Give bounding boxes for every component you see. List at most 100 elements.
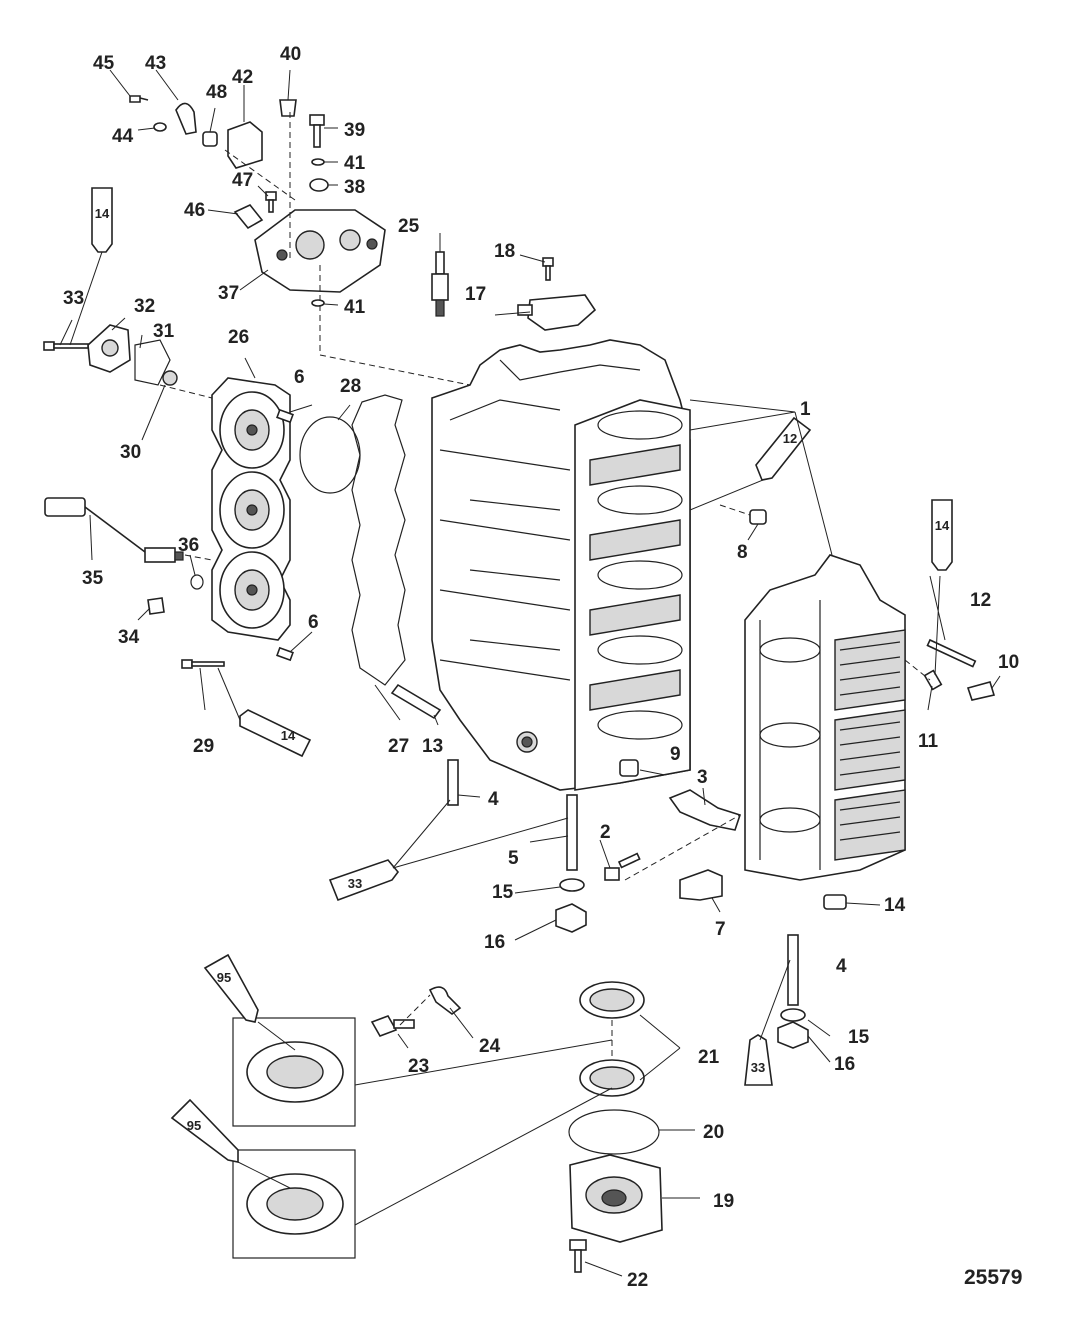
callout-4-right: 4 [836,956,847,977]
callout-39: 39 [344,120,365,141]
callout-12: 12 [970,590,991,611]
sealant-tube-33-right: 33 [744,1034,773,1086]
bolt-14 [823,894,847,910]
svg-text:14: 14 [281,728,296,743]
callout-23: 23 [408,1056,429,1077]
seal-detail-box-upper [232,1017,356,1127]
sensor-35 [44,497,184,563]
sealant-tube-33-left: 33 [328,859,400,902]
cylinder-block [431,339,691,791]
assembly-lines [159,112,931,1058]
screw-18 [542,257,554,281]
callout-28: 28 [340,376,361,397]
callout-48: 48 [206,82,227,103]
callout-20: 20 [703,1122,724,1143]
svg-text:95: 95 [217,970,231,985]
svg-text:95: 95 [187,1118,201,1133]
washer-41-bottom [311,299,325,307]
callout-31: 31 [153,321,175,342]
gasket-31 [134,339,171,386]
callout-26: 26 [228,327,249,348]
stud-4-left [447,759,459,806]
callout-16-left: 16 [484,932,505,953]
callout-36: 36 [178,535,199,556]
callout-30: 30 [120,442,141,463]
callout-3: 3 [697,767,708,788]
bolt-2 [604,852,641,881]
screw-45 [129,95,149,103]
svg-text:14: 14 [95,206,110,221]
fitting-25 [431,251,449,317]
valve-30 [162,370,178,386]
callout-19: 19 [713,1191,734,1212]
sealant-tube-14-bottom-left: 14 [239,709,312,758]
callout-16-right: 16 [834,1054,855,1075]
bolt-29 [181,659,225,669]
washer-44 [153,122,167,132]
bolt-33 [43,341,89,351]
cover-32 [87,324,131,373]
cylinder-head [211,377,291,641]
bolt-39 [309,114,325,148]
sealant-tube-14-top-left: 14 [91,187,113,253]
nut-16-right [777,1021,809,1049]
callout-15-left: 15 [492,882,514,903]
sealant-tube-95-lower: 95 [170,1098,239,1163]
callout-4-left: 4 [488,789,499,810]
callout-40: 40 [280,44,301,65]
callout-47: 47 [232,170,253,191]
bolt-22 [569,1239,587,1273]
callout-43: 43 [145,53,166,74]
bolt-10 [966,681,996,701]
callout-18: 18 [494,241,515,262]
callout-6-top: 6 [294,367,305,388]
nut-16-left [555,903,587,933]
callout-27: 27 [388,736,409,757]
svg-text:12: 12 [783,431,797,446]
fitting-34 [147,597,165,615]
leader-lines [59,69,1001,1277]
o-ring-20 [568,1109,660,1155]
clamp-43 [175,102,197,135]
washer-15-right [780,1008,806,1022]
dowel-8 [749,509,767,525]
stud-5 [566,794,578,871]
callout-21: 21 [698,1047,720,1068]
seal-21-lower [579,1059,645,1097]
callout-1: 1 [800,399,811,420]
callout-42: 42 [232,67,253,88]
callout-9: 9 [670,744,681,765]
callout-8: 8 [737,542,748,563]
fitting-46 [233,204,264,230]
clamp-24 [428,986,462,1015]
bolt-12 [926,638,977,668]
callouts: 1 2 3 4 5 6 6 7 8 9 10 11 12 13 14 15 16… [63,44,1019,1291]
crankcase-cover [744,554,906,881]
callout-15-right: 15 [848,1027,870,1048]
svg-text:33: 33 [348,876,362,891]
callout-24: 24 [479,1036,501,1057]
stud-4-right [787,934,799,1006]
callout-6-bottom: 6 [308,612,319,633]
sealant-tube-95-upper: 95 [203,953,259,1023]
thermostat-cover-37 [254,209,386,293]
head-gasket-27 [351,394,406,686]
callout-35: 35 [82,568,104,589]
sealant-tube-12: 12 [755,416,812,481]
bolt-11 [923,669,943,691]
callout-41-top: 41 [344,153,366,174]
grommet-38 [309,178,329,192]
o-ring-28 [299,416,361,494]
dowel-6-top [276,408,294,424]
grommet-40 [279,99,297,117]
washer-15-left [559,878,585,892]
callout-7: 7 [715,919,726,940]
svg-text:33: 33 [751,1060,765,1075]
fitting-17 [517,294,597,331]
callout-25: 25 [398,216,420,237]
callout-34: 34 [118,627,140,648]
end-cap-19 [569,1154,663,1243]
figure-number: 25579 [964,1266,1023,1289]
callout-13: 13 [422,736,443,757]
